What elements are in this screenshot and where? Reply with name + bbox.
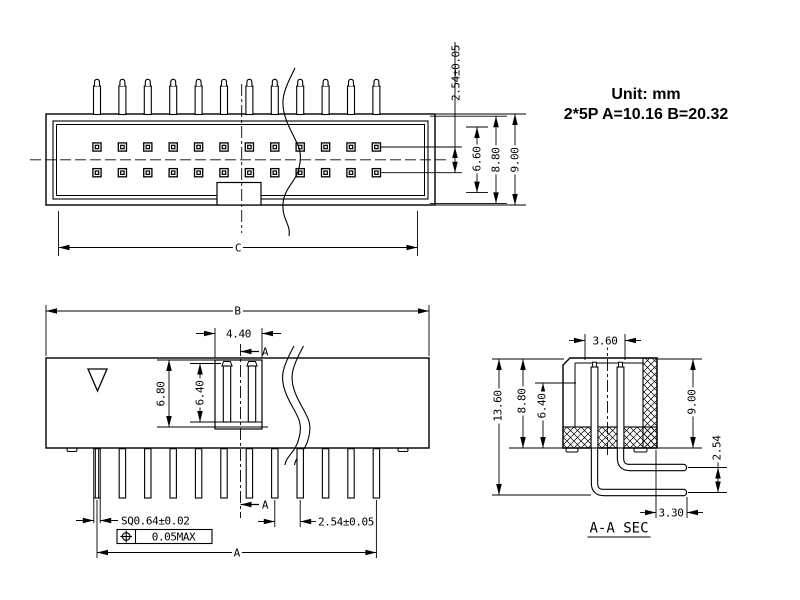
section-cavity-height-dim: 6.40 <box>535 391 549 421</box>
section-total-height-dim: 13.60 <box>491 388 505 424</box>
section-arrow-label-top: A <box>261 345 269 358</box>
top-length-dim: C <box>232 241 244 254</box>
polarization-notch <box>216 181 262 206</box>
section-view-linework <box>562 338 688 497</box>
front-view-dimensions <box>45 305 430 558</box>
section-slot-width-dim: 3.60 <box>590 334 620 347</box>
section-view-label: A-A SEC <box>587 520 651 538</box>
top-rows-span-dim: 6.60 <box>470 144 484 174</box>
drawing-title: Unit: mm 2*5P A=10.16 B=20.32 <box>538 85 754 125</box>
cutaway-window <box>214 359 263 430</box>
section-height-dim: 9.00 <box>685 387 699 417</box>
section-body-height-dim: 8.80 <box>515 386 529 416</box>
top-row-pitch-dim: 2.54±0.05 <box>449 44 463 102</box>
break-line <box>281 345 301 466</box>
unit-note: Unit: mm <box>611 86 681 103</box>
position-tolerance-icon <box>120 530 133 543</box>
feature-control-frame <box>116 528 213 545</box>
front-view-pins <box>93 448 381 499</box>
pin-square-dim: SQ0.64±0.02 <box>121 514 190 527</box>
front-cavity-height-dim: 6.40 <box>193 378 206 407</box>
section-arrow-label-bottom: A <box>261 498 269 511</box>
top-view-pins <box>92 78 381 116</box>
front-view-linework <box>45 345 430 499</box>
front-inner-height-dim: 6.80 <box>154 379 168 408</box>
tolerance-frame-value: 0.05MAX <box>151 530 196 544</box>
break-line <box>282 67 301 237</box>
pin1-marker-triangle <box>87 368 108 393</box>
front-pin-pitch-dim: 2.54±0.05 <box>318 515 375 528</box>
part-spec-note: 2*5P A=10.16 B=20.32 <box>563 106 729 123</box>
section-lead-length-dim: 3.30 <box>656 506 686 519</box>
front-length-dim: B <box>232 304 243 318</box>
section-lead-pitch-dim: 2.54 <box>710 433 724 463</box>
bent-leads <box>590 438 688 497</box>
top-total-height-dim: 9.00 <box>508 145 522 175</box>
hatched-base <box>562 426 658 449</box>
top-body-height-dim: 8.80 <box>489 145 503 175</box>
front-pin-span-dim: A <box>231 546 242 559</box>
front-slot-width-dim: 4.40 <box>226 327 251 340</box>
top-view-linework <box>30 67 448 237</box>
